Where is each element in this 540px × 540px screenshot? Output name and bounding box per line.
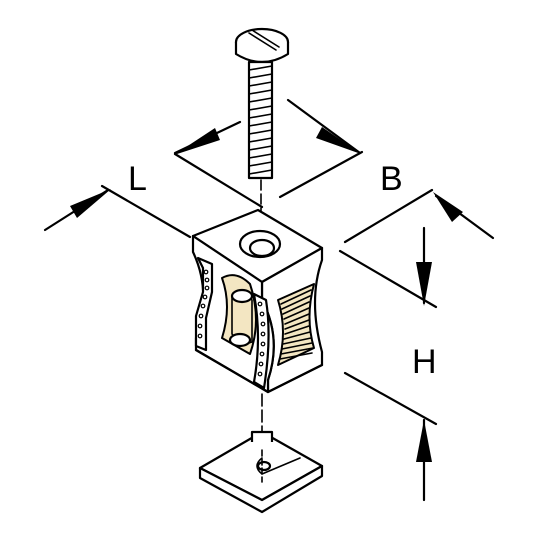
perforations-right xyxy=(257,301,266,377)
clamp-plate xyxy=(198,430,324,514)
dimension-h: H xyxy=(338,188,495,502)
dimension-label-b: B xyxy=(380,160,403,198)
dimension-b: B xyxy=(173,98,403,209)
dimension-label-l: L xyxy=(128,160,147,198)
rib-lines xyxy=(279,289,314,360)
slotted-screw xyxy=(234,27,290,215)
perforations-left xyxy=(197,269,210,339)
screw-thread xyxy=(248,65,273,175)
dimension-l: L xyxy=(43,160,192,239)
dimension-label-h: H xyxy=(412,343,437,381)
clamp-body xyxy=(191,208,324,394)
